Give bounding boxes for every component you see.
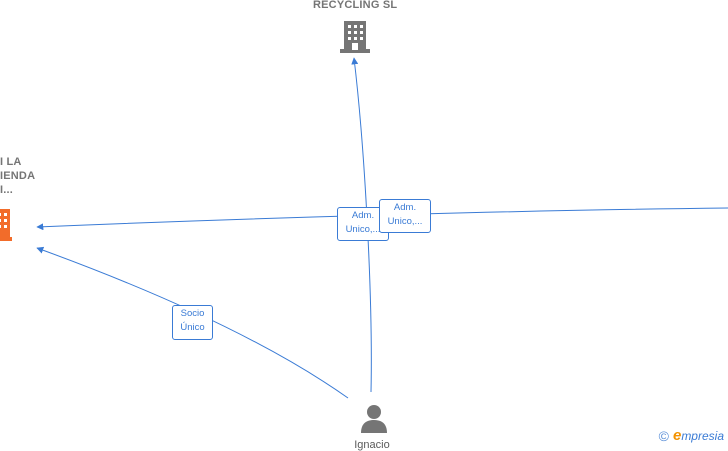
top-company-label[interactable]: RECYCLING SL xyxy=(313,0,398,11)
edge-label-line: Adm. xyxy=(351,210,375,221)
brand-logo-text: mpresia xyxy=(681,429,724,443)
edge-label-line: Socio xyxy=(180,308,205,319)
brand-watermark: © empresia xyxy=(659,427,724,444)
edge-label-line: Único xyxy=(180,322,205,333)
left-company-label[interactable]: I LA IENDA I... xyxy=(0,155,35,197)
person-icon[interactable] xyxy=(359,403,389,433)
edge-label-line: Unico,... xyxy=(387,216,423,227)
left-company-label-line-2: IENDA xyxy=(0,170,36,182)
brand-logo-e: e xyxy=(672,427,682,444)
person-label[interactable]: Ignacio xyxy=(354,439,390,451)
edge-label-socio-unico[interactable]: Socio Único xyxy=(172,305,213,340)
building-icon-highlighted[interactable] xyxy=(0,207,12,241)
left-company-label-line-3: I... xyxy=(0,184,14,196)
left-company-label-line-1: I LA xyxy=(0,156,22,168)
building-icon[interactable] xyxy=(340,19,370,53)
copyright-icon: © xyxy=(658,427,669,444)
edge-label-line: Unico,... xyxy=(345,224,381,235)
edge-person-to-left-company xyxy=(36,246,349,399)
edge-label-line: Adm. xyxy=(393,202,417,213)
edge-label-adm-unico-2[interactable]: Adm. Unico,... xyxy=(379,199,431,233)
